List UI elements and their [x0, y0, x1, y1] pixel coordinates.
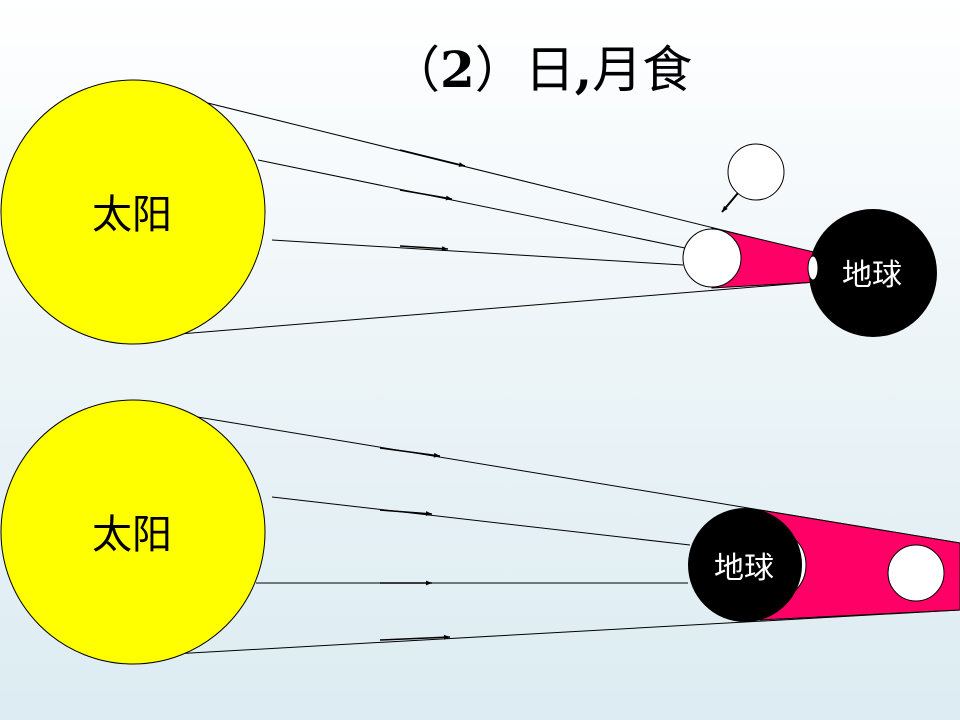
slide-title: （2）日,月食	[390, 30, 692, 102]
ray-arrow	[379, 509, 433, 516]
moon	[887, 544, 945, 602]
moon	[682, 228, 742, 288]
title-comma: ,	[574, 40, 593, 99]
earth	[688, 508, 802, 622]
sun-ray	[154, 89, 816, 254]
lunar-eclipse-diagram: 太阳 地球	[0, 399, 960, 665]
earth	[809, 209, 937, 337]
sun-ray	[154, 609, 960, 656]
title-rest: 月食	[592, 41, 693, 99]
title-number: 2	[440, 40, 475, 99]
earth-label: 地球	[714, 551, 774, 586]
sun	[0, 399, 266, 665]
title-close: ）日	[474, 41, 575, 99]
sun-ray	[271, 496, 691, 546]
sun-label: 太阳	[92, 512, 172, 558]
earth-label: 地球	[842, 258, 902, 293]
ray-arrow	[399, 245, 449, 252]
sun-ray	[154, 281, 816, 337]
ray-arrow	[379, 634, 451, 641]
title-open: （	[390, 41, 440, 99]
sun-ray	[257, 159, 686, 249]
ray-arrow	[399, 189, 453, 201]
shadow-spot-on-earth	[807, 255, 819, 281]
sun-label: 太阳	[92, 192, 172, 238]
sun-ray	[271, 239, 684, 266]
callout-arrow	[721, 192, 739, 213]
moon-callout-circle	[727, 143, 785, 201]
solar-eclipse-diagram: 太阳 地球	[0, 79, 937, 345]
sun	[0, 79, 266, 345]
ray-arrow	[399, 149, 466, 167]
ray-arrow	[379, 447, 441, 458]
